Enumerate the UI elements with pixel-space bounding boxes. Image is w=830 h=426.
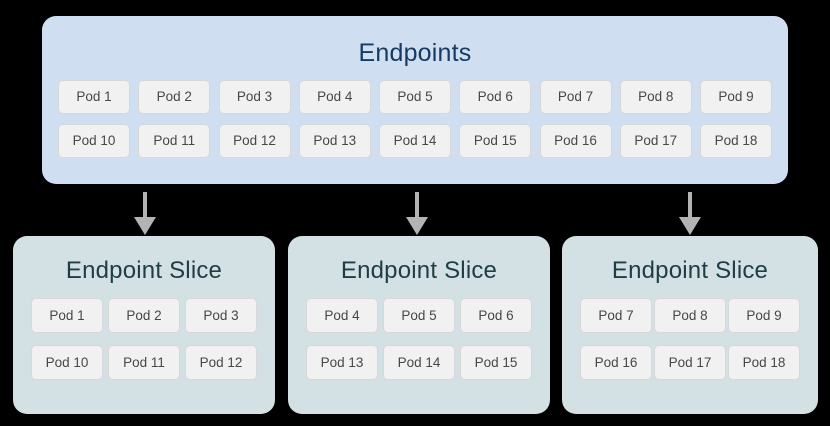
pod-chip[interactable]: Pod 6 (459, 80, 532, 114)
pod-chip[interactable]: Pod 3 (218, 80, 291, 114)
endpoints-title: Endpoints (358, 39, 472, 67)
endpoint-slice-container-2: Endpoint Slice Pod 4 Pod 5 Pod 6 Pod 13 … (288, 236, 550, 414)
arrow-head (679, 217, 701, 235)
endpoint-slice-title: Endpoint Slice (65, 257, 223, 284)
pod-chip[interactable]: Pod 15 (460, 345, 532, 380)
endpoint-slice-pod-grid: Pod 4 Pod 5 Pod 6 Pod 13 Pod 14 Pod 15 (306, 298, 532, 392)
pod-chip[interactable]: Pod 10 (58, 124, 130, 158)
slice-pod-row-1: Pod 7 Pod 8 Pod 9 (580, 298, 800, 333)
pod-chip[interactable]: Pod 2 (108, 298, 180, 333)
pod-chip[interactable]: Pod 2 (138, 80, 211, 114)
pod-chip[interactable]: Pod 7 (580, 298, 652, 333)
pod-chip[interactable]: Pod 4 (298, 80, 371, 114)
arrow-down-icon (406, 192, 428, 235)
endpoints-container: Endpoints Pod 1 Pod 2 Pod 3 Pod 4 Pod 5 … (42, 16, 788, 184)
endpoint-slice-pod-grid: Pod 1 Pod 2 Pod 3 Pod 10 Pod 11 Pod 12 (31, 298, 257, 392)
pod-chip[interactable]: Pod 11 (138, 124, 211, 158)
endpoint-slice-container-3: Endpoint Slice Pod 7 Pod 8 Pod 9 Pod 16 … (562, 236, 818, 414)
pod-chip[interactable]: Pod 16 (539, 124, 612, 158)
endpoint-slice-container-1: Endpoint Slice Pod 1 Pod 2 Pod 3 Pod 10 … (13, 236, 275, 414)
pod-chip[interactable]: Pod 10 (31, 345, 103, 380)
pod-chip[interactable]: Pod 5 (379, 80, 451, 114)
arrow-stem (688, 192, 692, 220)
pod-chip[interactable]: Pod 8 (619, 80, 692, 114)
arrow-head (134, 217, 156, 235)
endpoint-slice-title: Endpoint Slice (340, 257, 498, 284)
pod-chip[interactable]: Pod 17 (654, 345, 726, 380)
slice-pod-row-2: Pod 13 Pod 14 Pod 15 (306, 345, 532, 380)
pod-chip[interactable]: Pod 15 (459, 124, 532, 158)
pod-chip[interactable]: Pod 18 (700, 124, 772, 158)
slice-pod-row-1: Pod 4 Pod 5 Pod 6 (306, 298, 532, 333)
pod-chip[interactable]: Pod 13 (306, 345, 378, 380)
pod-chip[interactable]: Pod 4 (306, 298, 378, 333)
pod-chip[interactable]: Pod 3 (185, 298, 257, 333)
pod-chip[interactable]: Pod 7 (539, 80, 612, 114)
arrow-stem (415, 192, 419, 220)
slice-pod-row-2: Pod 16 Pod 17 Pod 18 (580, 345, 800, 380)
pod-chip[interactable]: Pod 1 (31, 298, 103, 333)
pod-chip[interactable]: Pod 13 (298, 124, 371, 158)
endpoints-pod-grid: Pod 1 Pod 2 Pod 3 Pod 4 Pod 5 Pod 6 Pod … (58, 80, 772, 158)
pod-chip[interactable]: Pod 11 (108, 345, 180, 380)
pod-chip[interactable]: Pod 12 (185, 345, 257, 380)
endpoint-slice-pod-grid: Pod 7 Pod 8 Pod 9 Pod 16 Pod 17 Pod 18 (580, 298, 800, 392)
arrow-stem (143, 192, 147, 220)
endpoints-pod-row-1: Pod 1 Pod 2 Pod 3 Pod 4 Pod 5 Pod 6 Pod … (58, 80, 772, 114)
slice-pod-row-1: Pod 1 Pod 2 Pod 3 (31, 298, 257, 333)
pod-chip[interactable]: Pod 18 (728, 345, 800, 380)
endpoint-slice-title: Endpoint Slice (611, 257, 769, 284)
pod-chip[interactable]: Pod 9 (700, 80, 772, 114)
arrow-down-icon (679, 192, 701, 235)
pod-chip[interactable]: Pod 1 (58, 80, 130, 114)
pod-chip[interactable]: Pod 14 (383, 345, 455, 380)
slice-pod-row-2: Pod 10 Pod 11 Pod 12 (31, 345, 257, 380)
pod-chip[interactable]: Pod 16 (580, 345, 652, 380)
pod-chip[interactable]: Pod 6 (460, 298, 532, 333)
pod-chip[interactable]: Pod 14 (379, 124, 451, 158)
endpoints-pod-row-2: Pod 10 Pod 11 Pod 12 Pod 13 Pod 14 Pod 1… (58, 124, 772, 158)
arrow-head (406, 217, 428, 235)
pod-chip[interactable]: Pod 9 (728, 298, 800, 333)
arrow-down-icon (134, 192, 156, 235)
pod-chip[interactable]: Pod 5 (383, 298, 455, 333)
pod-chip[interactable]: Pod 12 (218, 124, 291, 158)
pod-chip[interactable]: Pod 8 (654, 298, 726, 333)
pod-chip[interactable]: Pod 17 (619, 124, 692, 158)
